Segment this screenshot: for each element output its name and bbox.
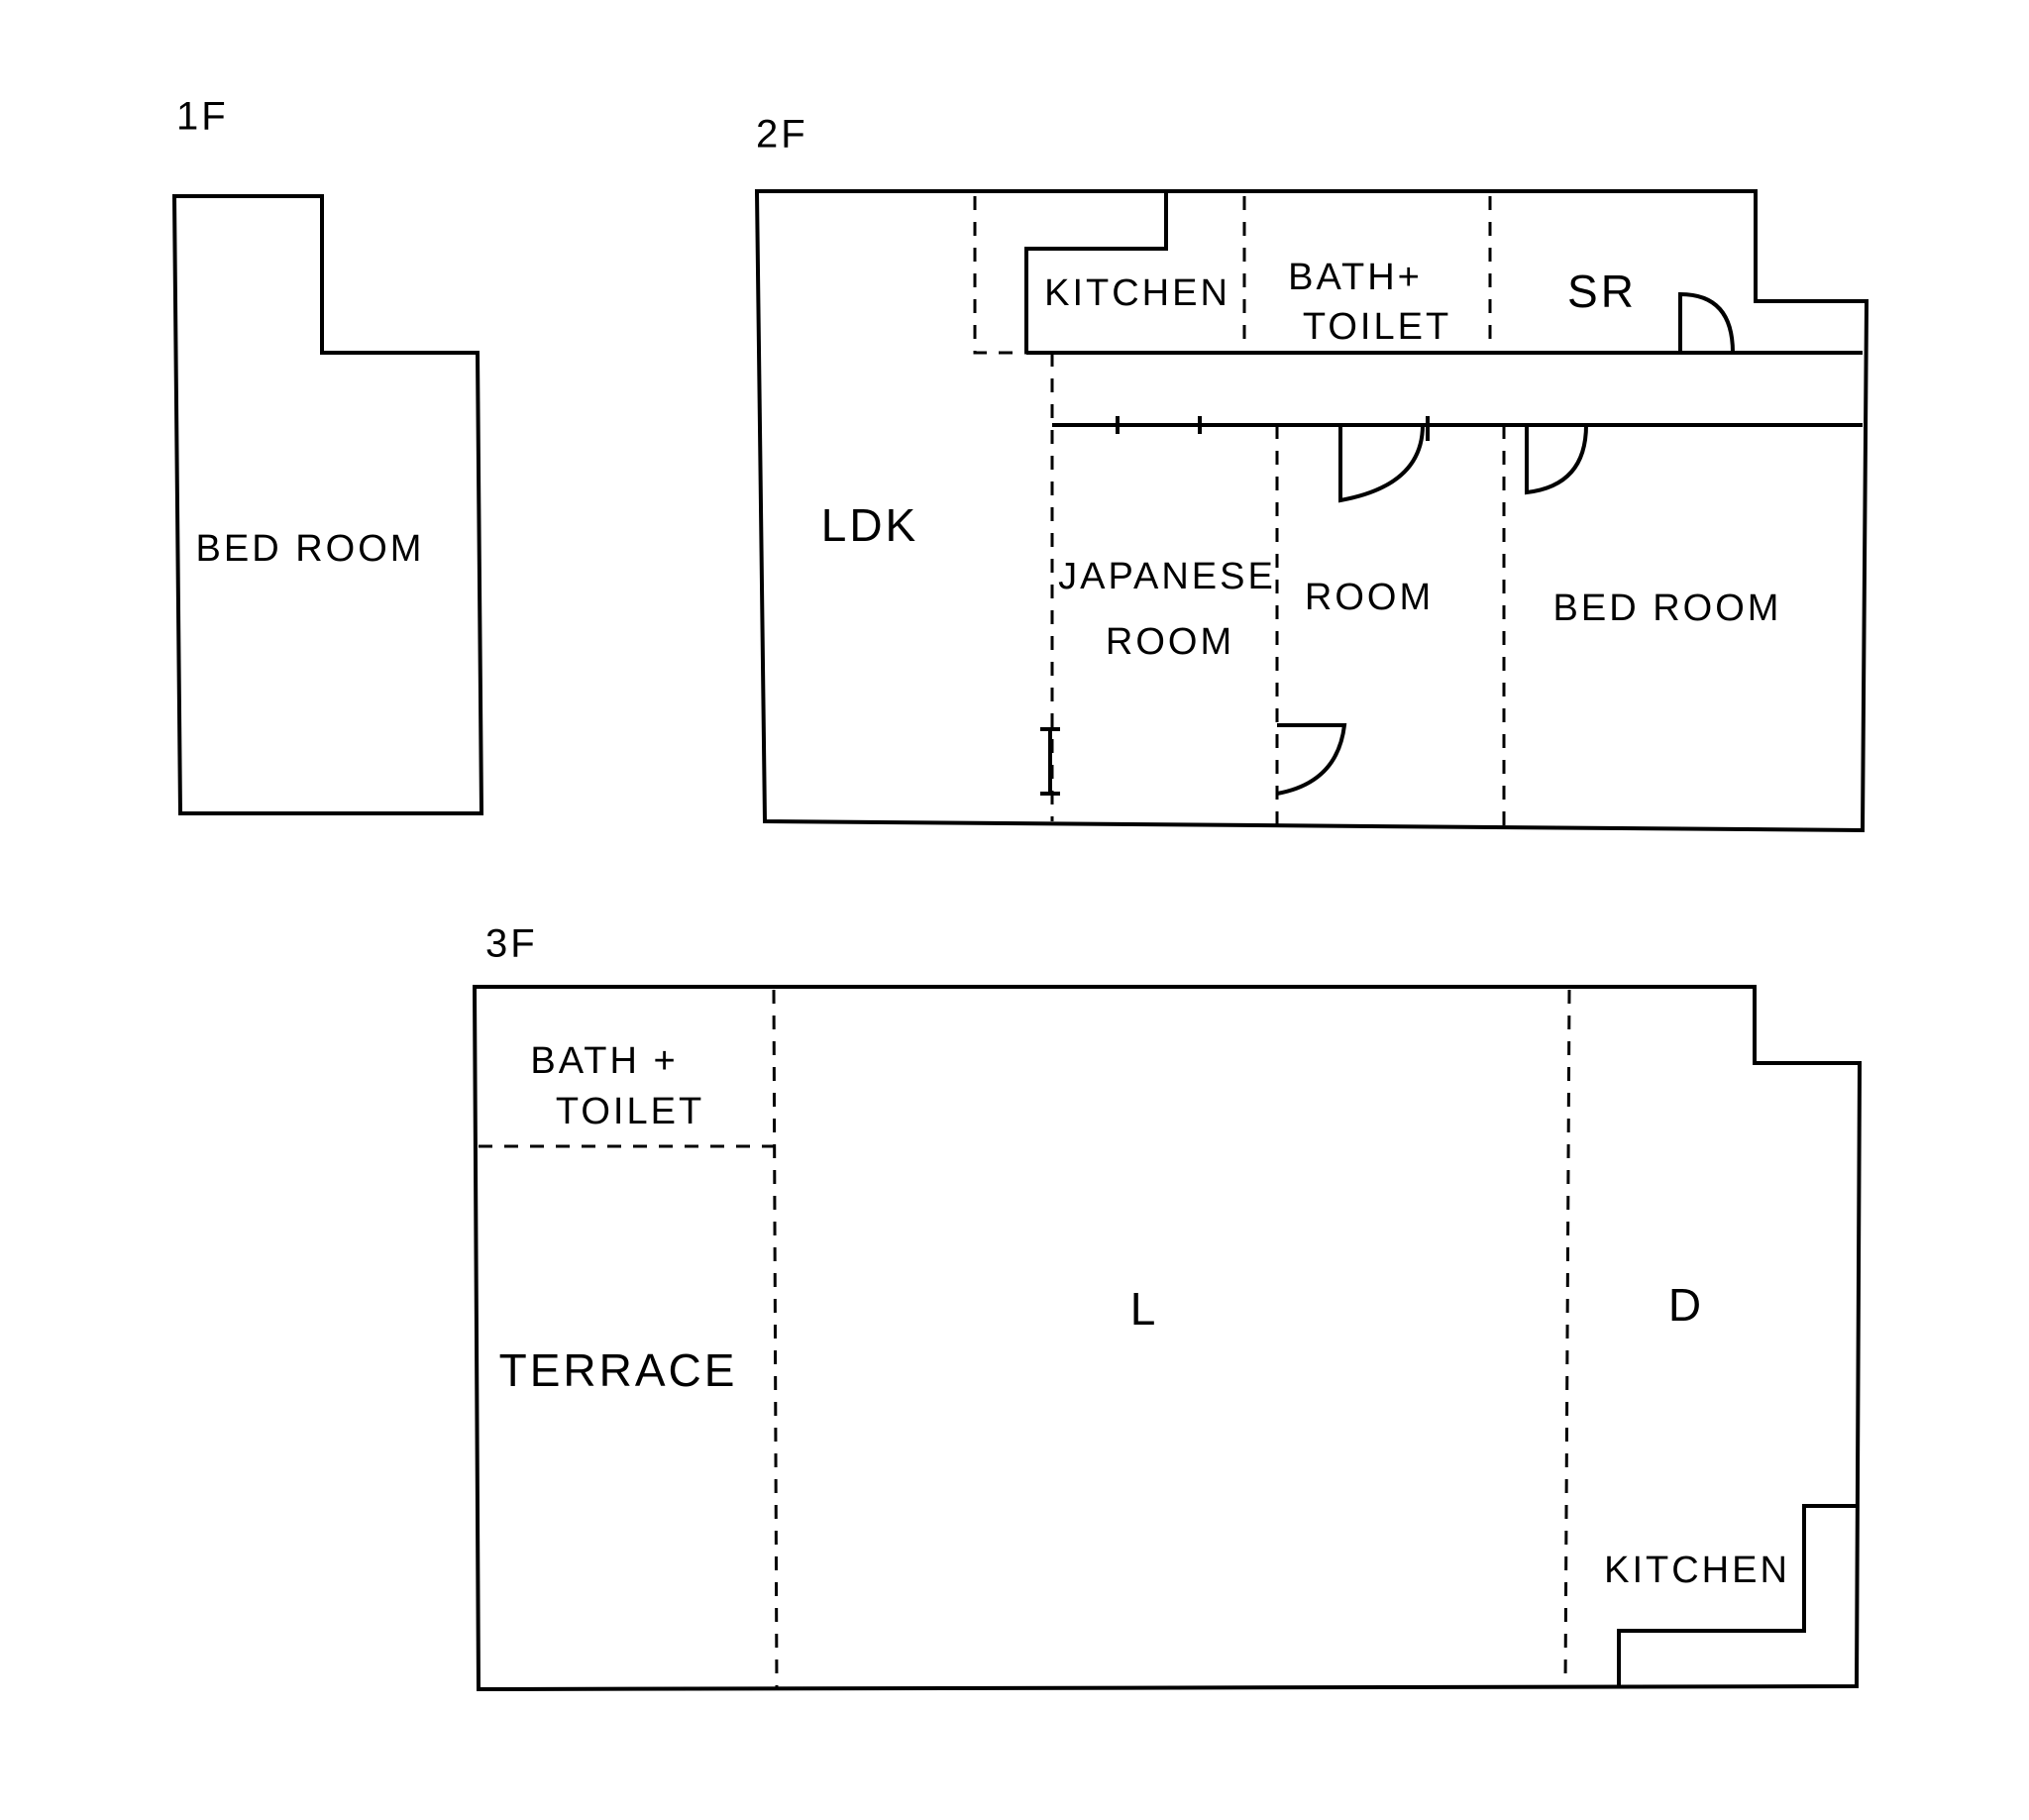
room-label-sr: SR (1567, 266, 1637, 317)
room-label-japanese-line2: ROOM (1106, 621, 1234, 663)
floor-3f-outline (472, 985, 1863, 1692)
room-label-3f-bath-line2: TOILET (556, 1091, 704, 1132)
floor-label-1f: 1F (176, 95, 229, 139)
room-label-terrace: TERRACE (499, 1344, 738, 1396)
room-label-3f-kitchen: KITCHEN (1604, 1550, 1790, 1591)
floor-1f-outline (171, 194, 484, 815)
kitchen-wall-2f (1024, 193, 1168, 353)
room-label-dining: D (1668, 1279, 1704, 1331)
floor-3f: 3F BATH + TOILET TERRACE L D KITCHEN (472, 922, 1863, 1692)
bedroom-door-2f (1525, 424, 1588, 495)
room-side-door-2f (1276, 723, 1347, 796)
room-label-3f-bath-line1: BATH + (530, 1040, 678, 1082)
room-label-ldk: LDK (821, 499, 918, 551)
room-label-2f-kitchen: KITCHEN (1044, 272, 1230, 314)
floor-label-2f: 2F (756, 113, 808, 157)
partition-terrace-living-3f (772, 989, 779, 1688)
room-label-1f-bedroom: BED ROOM (196, 528, 425, 570)
floor-1f: 1F BED ROOM (171, 95, 484, 815)
japanese-room-opening-2f (1040, 727, 1060, 796)
room-label-2f-bedroom: BED ROOM (1553, 588, 1782, 629)
floor-2f-outline (754, 189, 1869, 833)
room-door-2f (1338, 424, 1425, 503)
room-label-2f-room: ROOM (1305, 577, 1434, 618)
room-label-2f-bath-line2: TOILET (1303, 306, 1451, 348)
partition-living-dining-3f (1563, 989, 1571, 1688)
kitchen-partition-2f (973, 196, 1026, 355)
sr-door-2f (1678, 291, 1735, 354)
kitchen-counter-3f (1617, 1504, 1857, 1687)
room-label-living: L (1130, 1283, 1159, 1335)
room-label-2f-bath-line1: BATH+ (1288, 257, 1423, 298)
room-label-japanese-line1: JAPANESE (1058, 556, 1276, 597)
floor-label-3f: 3F (485, 922, 538, 966)
floor-2f: 2F LDK KITCHEN BATH+ TOILET SR JAPANESE … (754, 113, 1869, 833)
